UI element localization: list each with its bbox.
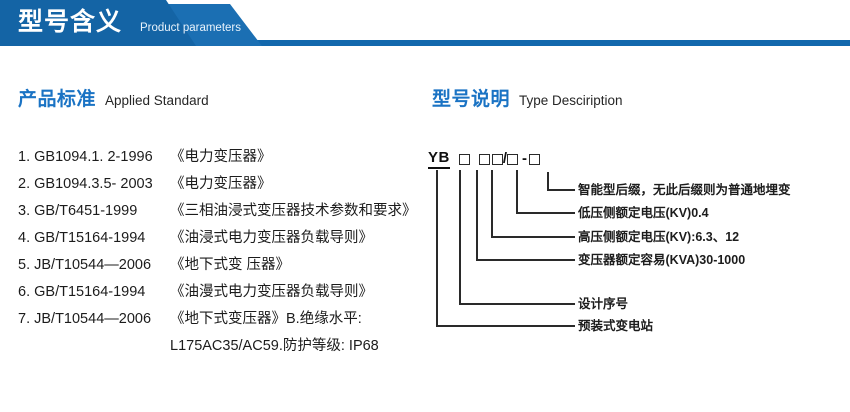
standard-code: 7. JB/T10544—2006 bbox=[18, 311, 170, 327]
model-code-box-capacity-2 bbox=[491, 153, 503, 165]
banner-bottom-rule bbox=[0, 40, 850, 46]
leader-line-smart-suffix bbox=[547, 172, 575, 191]
standard-code: 6. GB/T15164-1994 bbox=[18, 284, 170, 300]
list-item: 2. GB1094.3.5- 2003 《电力变压器》 bbox=[18, 172, 438, 199]
standard-code-text: GB/T15164-1994 bbox=[34, 284, 146, 300]
standard-code: 2. GB1094.3.5- 2003 bbox=[18, 176, 170, 192]
model-code-box-capacity-1 bbox=[478, 153, 490, 165]
standards-heading-en: Applied Standard bbox=[105, 93, 209, 108]
standard-code-text: JB/T10544—2006 bbox=[34, 311, 152, 327]
standard-code: 5. JB/T10544—2006 bbox=[18, 257, 170, 273]
standard-index: 3. bbox=[18, 203, 31, 219]
model-code-prefix: YB bbox=[428, 149, 450, 169]
annotation-design-serial: 设计序号 bbox=[578, 297, 629, 311]
banner-title-cn: 型号含义 bbox=[18, 8, 123, 36]
standard-index: 6. bbox=[18, 284, 31, 300]
model-code-dash: - bbox=[522, 150, 528, 167]
standard-index: 7. bbox=[18, 311, 31, 327]
standard-name-continuation: L175AC35/AC59.防护等级: IP68 bbox=[170, 338, 379, 354]
standards-list: 1. GB1094.1. 2-1996 《电力变压器》 2. GB1094.3.… bbox=[18, 145, 438, 361]
standards-heading-cn: 产品标准 bbox=[18, 89, 97, 110]
leader-line-design-serial bbox=[459, 170, 575, 305]
leader-line-prefab-substation bbox=[436, 170, 575, 327]
standard-code: 1. GB1094.1. 2-1996 bbox=[18, 149, 170, 165]
standards-heading: 产品标准 Applied Standard bbox=[18, 87, 209, 114]
standard-index: 2. bbox=[18, 176, 31, 192]
standard-code-text: JB/T10544—2006 bbox=[34, 257, 152, 273]
list-item: 3. GB/T6451-1999 《三相油浸式变压器技术参数和要求》 bbox=[18, 199, 438, 226]
standard-code: 4. GB/T15164-1994 bbox=[18, 230, 170, 246]
standard-name: 《油浸式电力变压器负载导则》 bbox=[170, 230, 373, 246]
standard-index: 5. bbox=[18, 257, 31, 273]
standard-code-text: GB1094.1. 2-1996 bbox=[34, 149, 153, 165]
type-description-heading: 型号说明 Type Desciription bbox=[432, 87, 623, 114]
standard-name: 《油漫式电力变压器负载导则》 bbox=[170, 284, 373, 300]
leader-line-hv-rated-voltage bbox=[491, 170, 575, 238]
leader-line-rated-capacity bbox=[476, 170, 575, 261]
leader-line-lv-rated-voltage bbox=[516, 170, 575, 214]
standard-index: 1. bbox=[18, 149, 31, 165]
annotation-rated-capacity: 变压器额定容易(KVA)30-1000 bbox=[578, 253, 746, 267]
list-item: 5. JB/T10544—2006 《地下式变 压器》 bbox=[18, 253, 438, 280]
standard-code: 3. GB/T6451-1999 bbox=[18, 203, 170, 219]
type-description-heading-en: Type Desciription bbox=[519, 93, 623, 108]
banner-title-en: Product parameters bbox=[140, 22, 241, 34]
standard-name: 《地下式变 压器》 bbox=[170, 257, 291, 273]
list-item: 1. GB1094.1. 2-1996 《电力变压器》 bbox=[18, 145, 438, 172]
standard-name: 《三相油浸式变压器技术参数和要求》 bbox=[170, 203, 417, 219]
standard-code-text: GB/T15164-1994 bbox=[34, 230, 146, 246]
list-item: 4. GB/T15164-1994 《油浸式电力变压器负载导则》 bbox=[18, 226, 438, 253]
annotation-hv-rated-voltage: 高压侧额定电压(KV):6.3、12 bbox=[578, 230, 740, 244]
standard-code-text: GB1094.3.5- 2003 bbox=[34, 176, 153, 192]
type-description-heading-cn: 型号说明 bbox=[432, 89, 511, 110]
banner-dark-shape bbox=[0, 0, 196, 46]
model-code-slash: / bbox=[502, 150, 508, 167]
annotation-lv-rated-voltage: 低压侧额定电压(KV)0.4 bbox=[578, 206, 709, 220]
model-code-box-design-serial bbox=[458, 153, 470, 165]
annotation-smart-suffix: 智能型后缀，无此后缀则为普通地埋变 bbox=[578, 183, 791, 197]
model-code-string: YB / - bbox=[428, 148, 541, 170]
standard-index: 4. bbox=[18, 230, 31, 246]
standard-name: 《地下式变压器》B.绝缘水平: bbox=[170, 311, 362, 327]
list-item: 7. JB/T10544—2006 《地下式变压器》B.绝缘水平: bbox=[18, 307, 438, 334]
annotation-prefab-substation: 预装式变电站 bbox=[578, 319, 654, 333]
standard-name: 《电力变压器》 bbox=[170, 149, 272, 165]
list-item: 6. GB/T15164-1994 《油漫式电力变压器负载导则》 bbox=[18, 280, 438, 307]
standard-name: 《电力变压器》 bbox=[170, 176, 272, 192]
page-header-banner: 型号含义 Product parameters bbox=[0, 0, 850, 50]
standard-code-text: GB/T6451-1999 bbox=[34, 203, 138, 219]
model-code-box-hv-voltage bbox=[507, 153, 519, 165]
model-code-box-smart-suffix bbox=[529, 153, 541, 165]
